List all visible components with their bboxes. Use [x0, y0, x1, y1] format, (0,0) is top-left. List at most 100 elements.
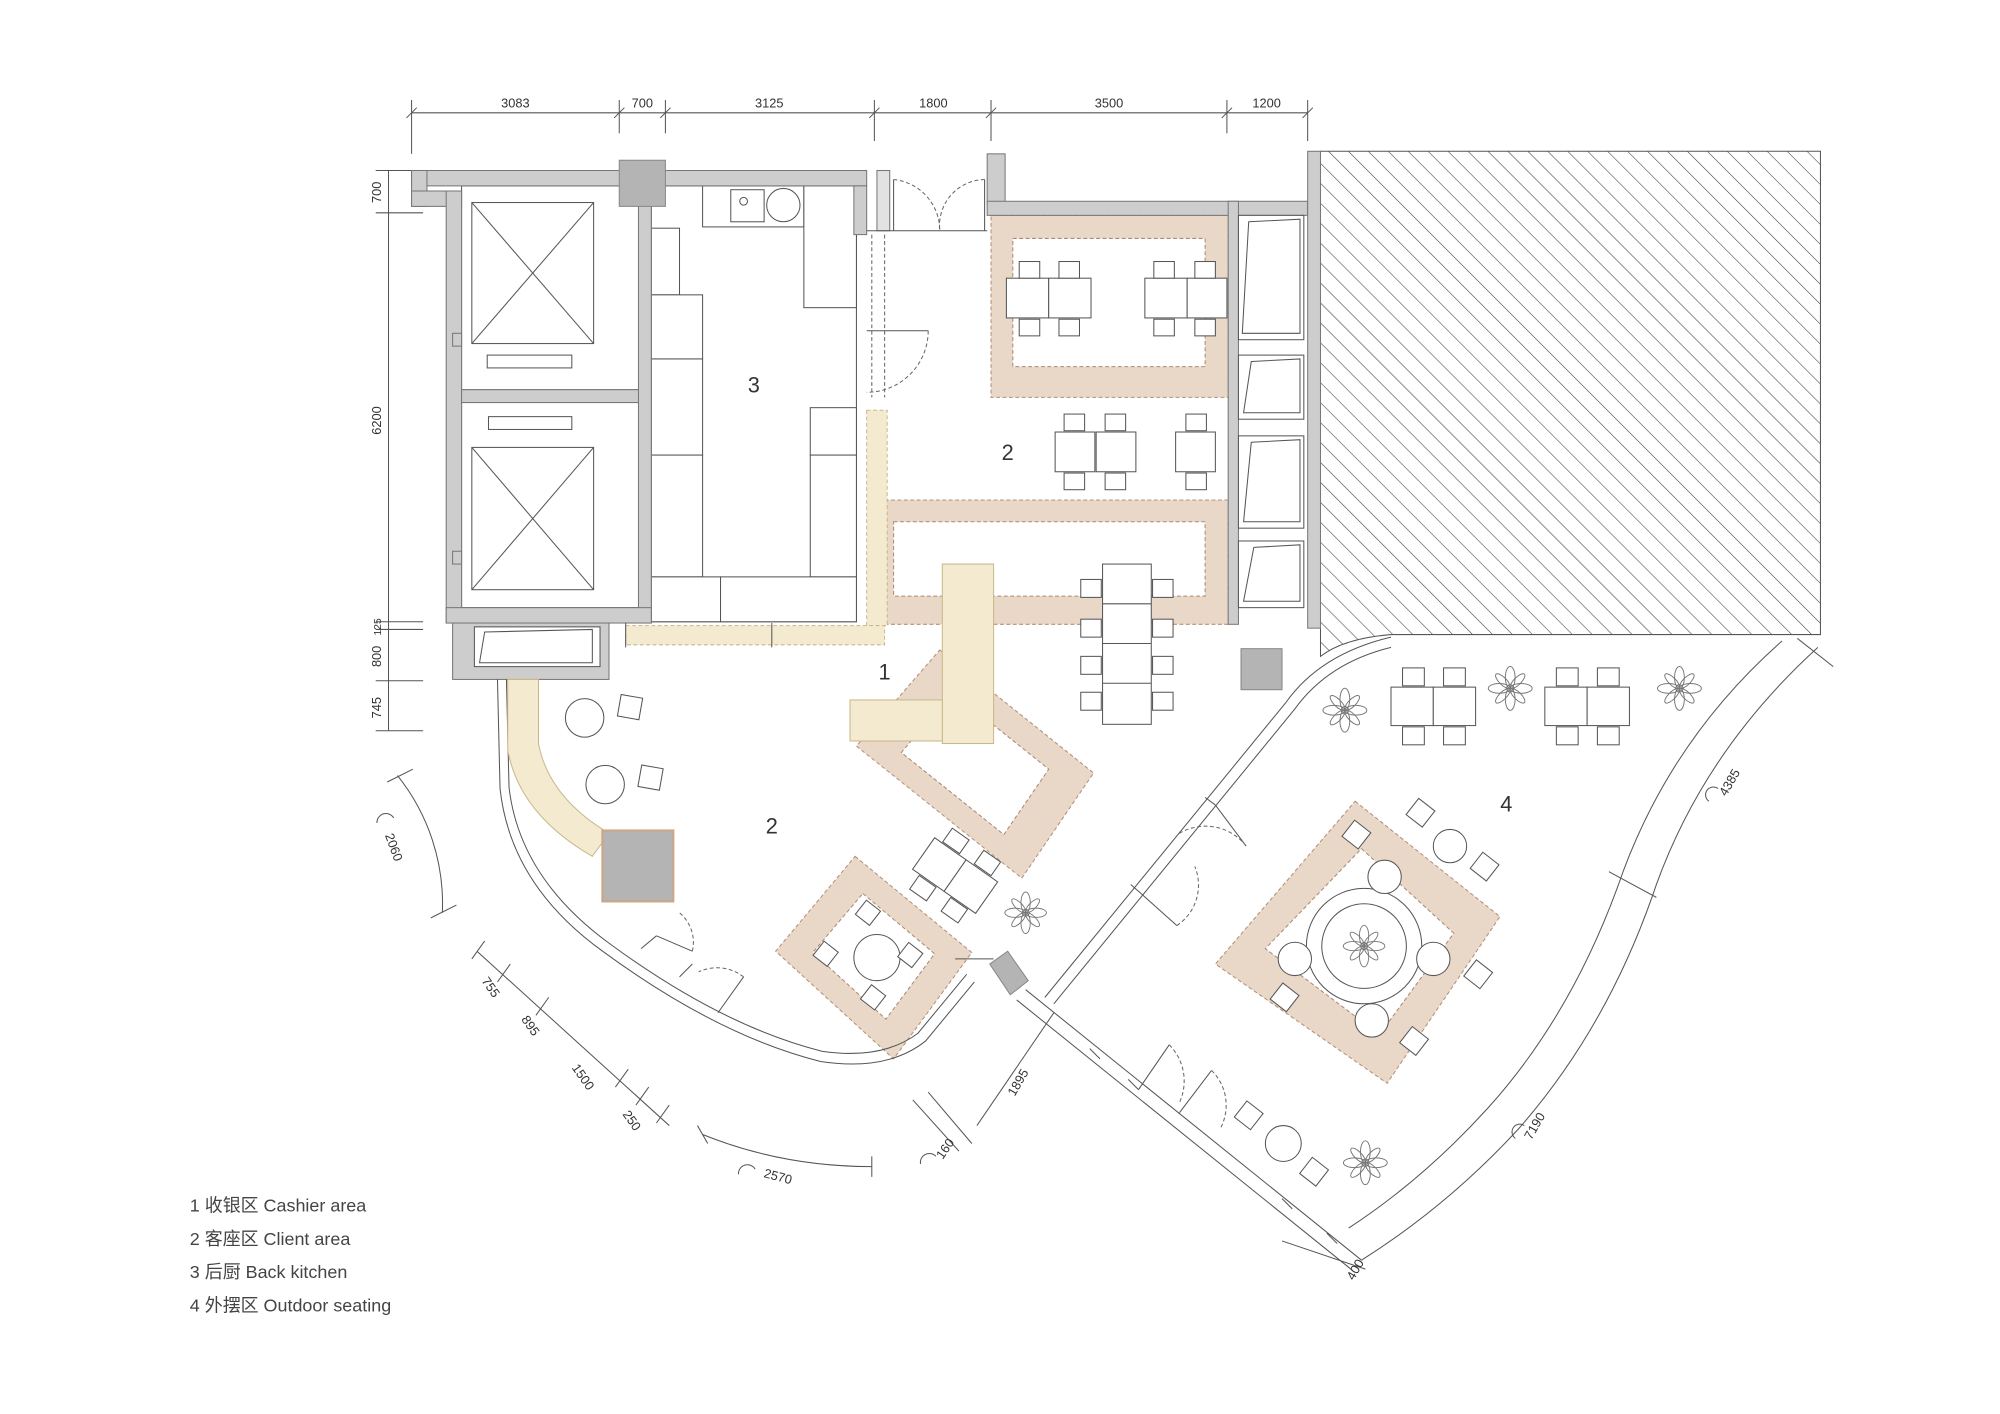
round-stool	[1432, 828, 1468, 864]
kitchen-cabinet	[650, 454, 704, 578]
chair	[637, 764, 664, 791]
chair	[616, 693, 644, 721]
dimension-label: 1895	[1004, 1066, 1031, 1098]
dimension-label: 250	[620, 1107, 645, 1133]
door-leaf	[1179, 1070, 1212, 1114]
table	[1005, 277, 1050, 319]
legend-item-cashier: 1 收银区 Cashier area	[190, 1195, 366, 1215]
chair	[1018, 261, 1041, 279]
dining-set-upper-left	[1005, 261, 1092, 337]
legend-item-outdoor: 4 外摆区 Outdoor seating	[190, 1295, 391, 1315]
chair	[1058, 318, 1080, 337]
chair	[1402, 667, 1425, 687]
kitchen-cabinet	[650, 227, 681, 296]
chair	[1152, 655, 1174, 675]
door-leaf	[717, 976, 745, 1014]
legend-item-client: 2 客座区 Client area	[190, 1229, 351, 1249]
chair	[940, 896, 969, 924]
client-area-band-zone	[871, 499, 1229, 625]
kitchen-cabinet	[809, 454, 857, 578]
dimension-label: 125	[373, 618, 384, 635]
table	[1095, 431, 1137, 473]
chair	[812, 940, 839, 968]
chair	[1152, 618, 1174, 638]
chair	[1018, 318, 1041, 337]
service-strip	[866, 409, 888, 627]
plant-icon	[1322, 687, 1368, 733]
outdoor-central-table	[1269, 797, 1500, 1057]
dimension-label: 700	[632, 96, 653, 111]
hatched-area	[1319, 150, 1821, 658]
table	[1054, 431, 1096, 473]
chair	[1080, 655, 1102, 675]
chair	[1298, 1156, 1330, 1187]
round-table	[585, 764, 625, 805]
kitchen-cabinet	[809, 407, 857, 456]
round-table	[1264, 1125, 1302, 1162]
dining-set-upper-right	[1144, 261, 1228, 337]
chair	[1153, 318, 1175, 337]
chair	[1596, 726, 1620, 746]
dimension-label: 755	[479, 974, 504, 1000]
structural-column	[618, 159, 666, 207]
dimension-label: 7190	[1521, 1110, 1548, 1142]
left-dimension-line: 700 6200 125 800 745	[369, 169, 424, 732]
chair	[896, 941, 924, 969]
chair	[1469, 851, 1500, 882]
curved-bench	[507, 678, 610, 858]
dimension-label: 745	[369, 697, 384, 718]
sink-drain	[739, 196, 748, 206]
dimension-label: 3500	[1095, 96, 1123, 111]
zone-label-kitchen: 3	[748, 372, 760, 397]
zone-label-client-lower: 2	[766, 813, 778, 838]
structural-column	[601, 829, 675, 903]
chair	[1152, 691, 1174, 711]
sink	[730, 189, 765, 223]
chair	[1152, 578, 1174, 598]
glass-facade	[1016, 636, 1392, 1271]
round-table	[853, 934, 901, 982]
round-table	[564, 698, 605, 738]
structural-column	[1240, 648, 1283, 691]
dimension-label: 2060	[382, 831, 406, 863]
service-strip	[625, 625, 886, 646]
dimension-label: 1800	[919, 96, 947, 111]
legend: 1 收银区 Cashier area 2 客座区 Client area 3 后…	[190, 1195, 391, 1315]
zone-label-client-upper: 2	[1002, 440, 1014, 465]
chair	[1104, 413, 1127, 432]
chair	[1555, 726, 1579, 746]
curved-facade	[496, 678, 1029, 1065]
plant-icon	[1004, 891, 1047, 934]
dimension-label: 3125	[755, 96, 783, 111]
long-table-set	[1080, 563, 1174, 725]
dimension-label: 700	[369, 182, 384, 203]
back-kitchen: 3	[650, 185, 857, 623]
dimension-label: 1200	[1252, 96, 1280, 111]
dimension-label: 4385	[1716, 766, 1743, 798]
plant-icon	[1487, 666, 1533, 711]
chair	[1063, 472, 1086, 491]
plant-icon	[1657, 666, 1702, 711]
door-leaf	[1214, 804, 1247, 847]
kitchen-cabinet	[650, 294, 704, 360]
outdoor-dining-set-left	[1390, 667, 1477, 746]
table	[1048, 277, 1092, 319]
dining-set-rotated	[908, 827, 1002, 924]
chair	[1405, 797, 1436, 828]
kitchen-cabinet	[650, 576, 722, 623]
chair	[1194, 318, 1216, 337]
chair	[1185, 472, 1207, 491]
chair	[1402, 726, 1425, 746]
outdoor-cafe-table	[1233, 1100, 1330, 1187]
table	[1186, 277, 1228, 319]
top-dimension-line: 3083 700 3125 1800 3500 1200	[406, 96, 1314, 154]
dimension-label: 1500	[569, 1061, 598, 1093]
door-leaf	[1138, 1044, 1170, 1090]
kitchen-cabinet	[720, 576, 857, 623]
chair	[1153, 261, 1175, 279]
dining-set-middle	[1054, 413, 1216, 491]
table	[943, 859, 999, 915]
dimension-label: 2570	[762, 1165, 793, 1187]
table	[1544, 686, 1588, 727]
